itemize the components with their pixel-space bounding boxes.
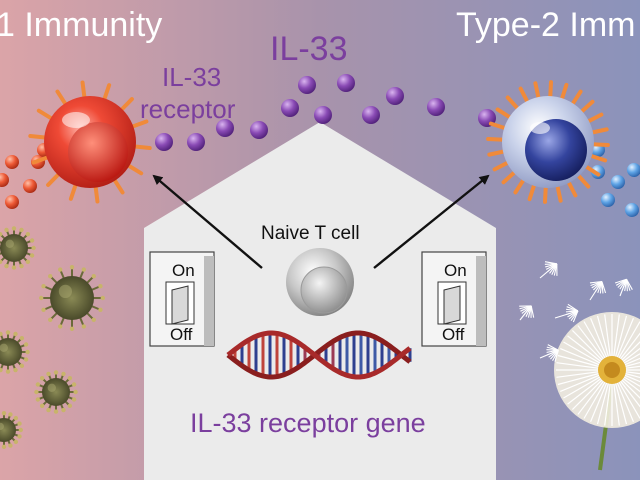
switch-left-off-label: Off <box>170 326 192 343</box>
il33-label: IL-33 <box>270 32 348 66</box>
naive-t-cell <box>286 248 354 316</box>
title-type1-immunity: 1 Immunity <box>0 8 162 42</box>
gene-label: IL-33 receptor gene <box>190 410 426 437</box>
naive-t-cell-label: Naive T cell <box>261 224 360 243</box>
receptor-label-line1: IL-33 <box>162 64 221 90</box>
receptor-label-line2: receptor <box>140 96 235 122</box>
switch-left-on-label: On <box>172 262 195 279</box>
switch-right-on-label: On <box>444 262 467 279</box>
switch-right-off-label: Off <box>442 326 464 343</box>
title-type2-immunity: Type-2 Imm <box>456 8 635 42</box>
